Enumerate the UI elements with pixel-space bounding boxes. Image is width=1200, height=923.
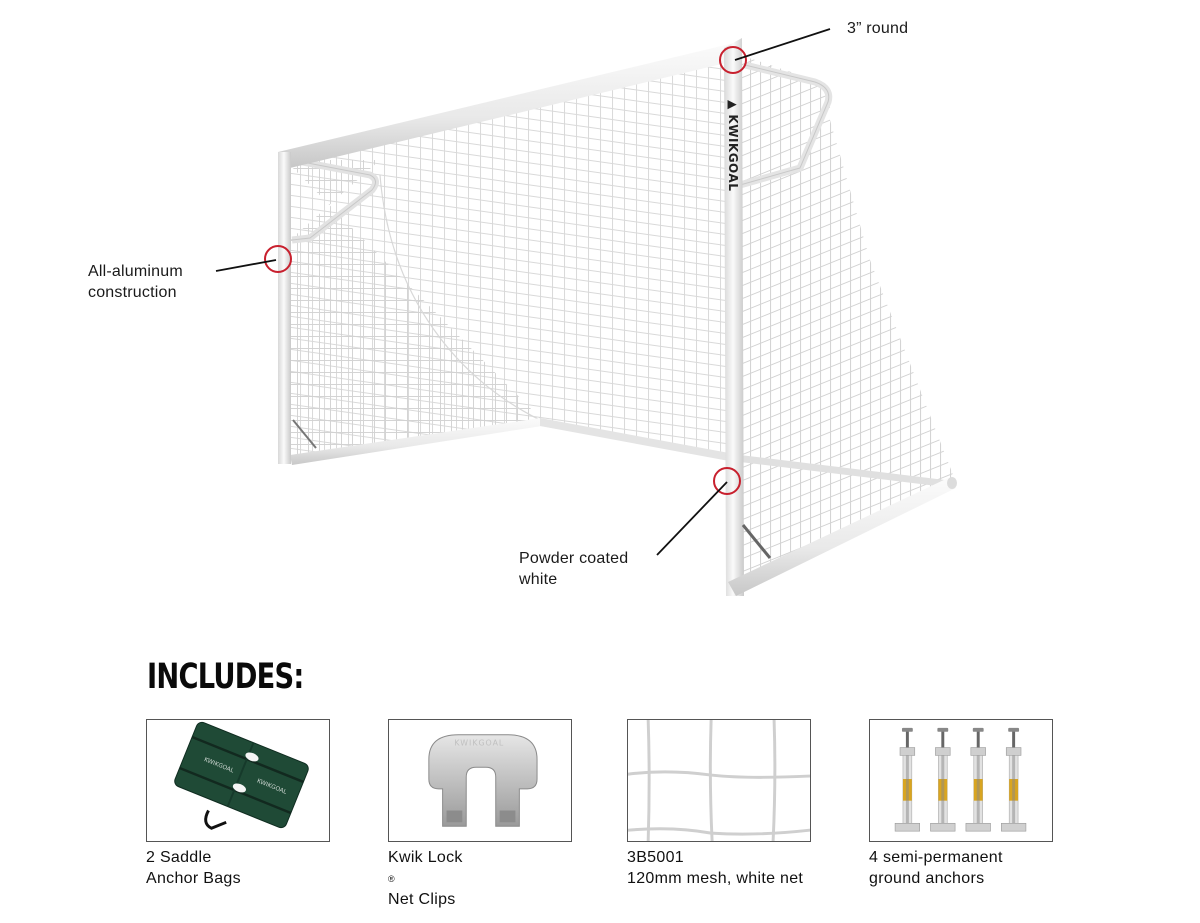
registered-mark: ®	[388, 874, 395, 884]
caption-line: ground anchors	[869, 870, 985, 887]
callout-line: 3” round	[847, 20, 909, 37]
net-clip-icon: KWIKGOAL	[428, 734, 538, 827]
include-item-ground-anchors: 4 semi-permanent ground anchors	[869, 719, 1055, 889]
product-name: Kwik Lock	[388, 849, 463, 866]
callout-3in-round: 3” round	[847, 18, 908, 39]
svg-text:KWIKGOAL: KWIKGOAL	[454, 739, 504, 748]
net-mesh-image	[627, 719, 811, 842]
include-item-saddle-bags: KWIKGOAL KWIKGOAL 2 Saddle Anchor Bags	[146, 719, 332, 889]
callout-powder-coated: Powder coated white	[519, 548, 628, 590]
net-caption: 3B5001 120mm mesh, white net	[627, 847, 813, 889]
svg-text:▲ KWIKGOAL: ▲ KWIKGOAL	[726, 100, 740, 191]
saddle-bag-icon: KWIKGOAL KWIKGOAL	[174, 721, 309, 830]
ground-anchor-icon	[894, 727, 1027, 832]
include-item-net: 3B5001 120mm mesh, white net	[627, 719, 813, 889]
callout-all-aluminum: All-aluminum construction	[88, 261, 183, 303]
highlight-circle-bottom	[713, 467, 741, 495]
callout-line: white	[519, 571, 558, 588]
saddle-bags-caption: 2 Saddle Anchor Bags	[146, 847, 332, 889]
ground-anchors-caption: 4 semi-permanent ground anchors	[869, 847, 1055, 889]
caption-line: 2 Saddle	[146, 849, 212, 866]
net-mesh-icon	[628, 720, 810, 841]
highlight-circle-top	[719, 46, 747, 74]
highlight-circle-left	[264, 245, 292, 273]
caption-line: 120mm mesh, white net	[627, 870, 804, 887]
caption-line: Anchor Bags	[146, 870, 241, 887]
caption-line: 3B5001	[627, 849, 684, 866]
saddle-bags-image: KWIKGOAL KWIKGOAL	[146, 719, 330, 842]
caption-line: Kwik Lock ® Net Clips	[388, 847, 574, 910]
net-clips-image: KWIKGOAL	[388, 719, 572, 842]
callout-line: construction	[88, 284, 177, 301]
product-suffix: Net Clips	[388, 891, 456, 908]
soccer-goal-illustration: ▲ KWIKGOAL	[215, 28, 957, 596]
ground-anchors-image	[869, 719, 1053, 842]
callout-line: All-aluminum	[88, 263, 183, 280]
caption-line: 4 semi-permanent	[869, 849, 1003, 866]
include-item-net-clips: KWIKGOAL Kwik Lock ® Net Clips	[388, 719, 574, 910]
net-clips-caption: Kwik Lock ® Net Clips	[388, 847, 574, 910]
callout-line: Powder coated	[519, 550, 629, 567]
includes-heading: INCLUDES:	[147, 657, 304, 697]
brand-logo: ▲ KWIKGOAL	[726, 100, 740, 191]
